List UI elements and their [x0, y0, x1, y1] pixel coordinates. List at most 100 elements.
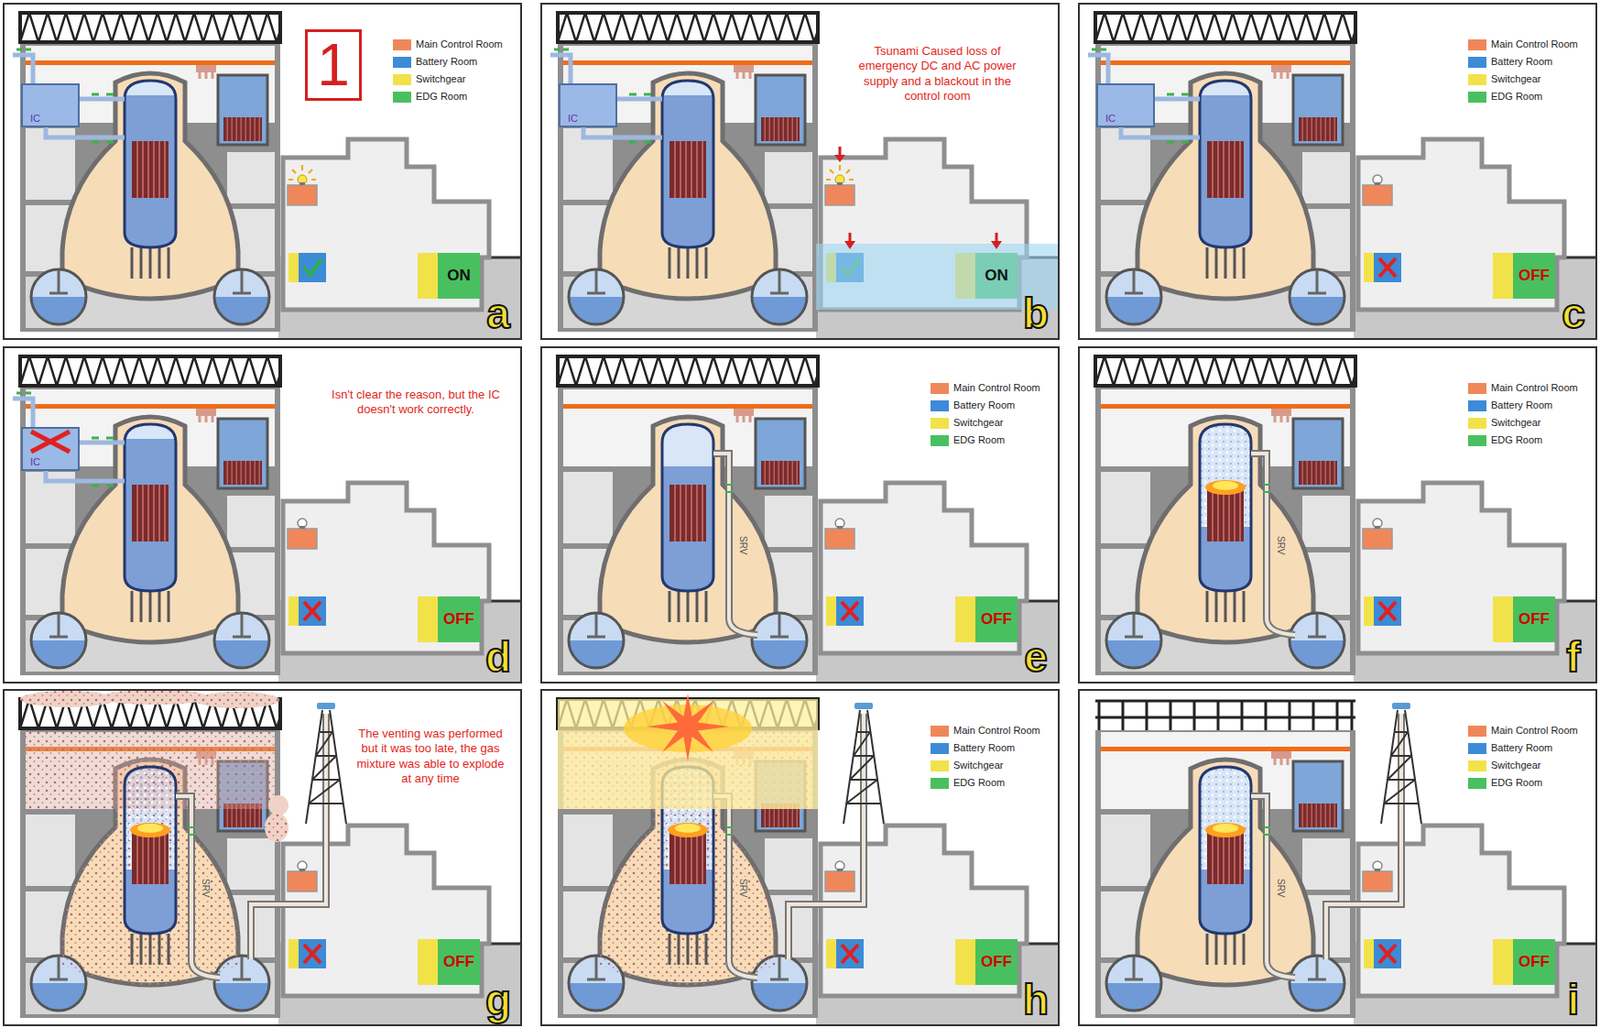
edg-room: ON [975, 252, 1018, 299]
legend-item: Battery Room [1468, 741, 1553, 754]
event-note: Tsunami Caused loss of emergency DC and … [852, 43, 1023, 104]
illustration-use [1199, 80, 1252, 248]
edg-room: OFF [1512, 596, 1556, 643]
illustration-use [20, 12, 522, 339]
panel-letter: c [1553, 291, 1594, 336]
illustration-use [20, 356, 522, 683]
power-status: OFF [443, 609, 475, 629]
illustration-use [304, 944, 321, 963]
illustration-use [131, 141, 169, 279]
legend-item: Main Control Room [1468, 724, 1579, 737]
illustration-use [1199, 766, 1252, 934]
illustration-use [669, 141, 707, 279]
panel-letter: i [1553, 977, 1594, 1022]
illustration-use [304, 601, 321, 621]
illustration-use [1326, 702, 1422, 959]
isolation-condenser: IC [559, 84, 617, 127]
legend-text: Switchgear [415, 73, 466, 86]
valve-label: SRV [1274, 533, 1286, 556]
panel-i [1078, 689, 1597, 1025]
illustration-use [835, 518, 845, 529]
illustration-use [124, 424, 176, 591]
illustration-use [662, 424, 714, 591]
legend-text: Battery Room [953, 741, 1015, 754]
panel-c [1078, 3, 1597, 339]
illustration-use [1379, 258, 1396, 277]
illustration-use [713, 795, 758, 978]
illustration-use [1372, 860, 1383, 871]
legend-swatch [1468, 777, 1487, 789]
legend-swatch [930, 417, 949, 429]
legend-text: Switchgear [1491, 416, 1541, 429]
illustration-use [834, 146, 1002, 250]
illustration-use [3, 347, 522, 683]
legend-swatch [1468, 400, 1487, 412]
power-status: OFF [1518, 609, 1550, 629]
legend-item: Switchgear [930, 416, 1003, 429]
legend-text: Main Control Room [953, 724, 1041, 737]
legend-swatch [930, 777, 949, 789]
illustration-use [557, 693, 818, 809]
isolation-condenser: IC [1097, 84, 1154, 127]
panel-letter: b [1015, 291, 1056, 336]
legend-item: Switchgear [392, 73, 466, 86]
illustration-use [1199, 424, 1252, 591]
illustration-use [1207, 827, 1244, 965]
illustration-use [124, 766, 176, 934]
illustration-use [557, 356, 1059, 683]
legend-swatch [1468, 760, 1487, 772]
illustration-use [304, 259, 322, 275]
legend-item: Main Control Room [930, 724, 1041, 737]
legend-item: Switchgear [1468, 416, 1541, 429]
legend-swatch [930, 435, 949, 447]
legend-text: EDG Room [953, 434, 1005, 447]
power-status: OFF [443, 952, 475, 971]
illustration-use [131, 827, 169, 965]
legend-item: Battery Room [930, 741, 1015, 754]
legend-item: Switchgear [1468, 759, 1541, 772]
legend-text: EDG Room [415, 90, 468, 103]
edg-room: OFF [975, 596, 1018, 643]
isolation-condenser: IC [21, 427, 79, 470]
illustration-use [550, 49, 663, 142]
legend-item: Switchgear [930, 759, 1003, 772]
legend-item: EDG Room [930, 434, 1005, 447]
legend-swatch [1468, 382, 1487, 394]
legend-item: Main Control Room [1468, 38, 1579, 51]
legend-text: Main Control Room [415, 38, 503, 51]
legend-swatch [392, 39, 412, 51]
legend-swatch [930, 382, 949, 394]
legend-swatch [1468, 56, 1487, 68]
legend-swatch [1468, 725, 1487, 737]
illustration-use [1379, 601, 1396, 621]
legend-item: Main Control Room [1468, 381, 1579, 394]
illustration-use [288, 164, 316, 186]
legend-text: Main Control Room [953, 381, 1041, 394]
panel-f [1078, 347, 1597, 683]
illustration-use [841, 601, 859, 621]
illustration-use [835, 860, 845, 871]
illustration-use [713, 453, 758, 635]
legend-swatch [1468, 39, 1487, 51]
illustration-use [297, 860, 307, 871]
illustration-use [31, 431, 70, 452]
legend-text: Main Control Room [1491, 724, 1579, 737]
panel-letter: e [1015, 634, 1056, 679]
panel-d [3, 347, 522, 683]
valve-label: SRV [1274, 876, 1286, 899]
panel-letter: h [1015, 977, 1056, 1022]
illustration-use [1205, 479, 1246, 495]
legend-item: Battery Room [392, 55, 478, 68]
illustration-use [1078, 347, 1597, 683]
isolation-condenser: IC [21, 84, 79, 127]
panel-g [3, 689, 522, 1025]
illustration-use [541, 689, 1059, 1025]
component-label: IC [30, 456, 41, 469]
legend-swatch [392, 74, 412, 86]
illustration-use [1078, 689, 1597, 1025]
illustration-use [1205, 822, 1246, 838]
illustration-use [12, 392, 125, 486]
edg-room: OFF [975, 938, 1018, 985]
illustration-use [1095, 356, 1597, 683]
